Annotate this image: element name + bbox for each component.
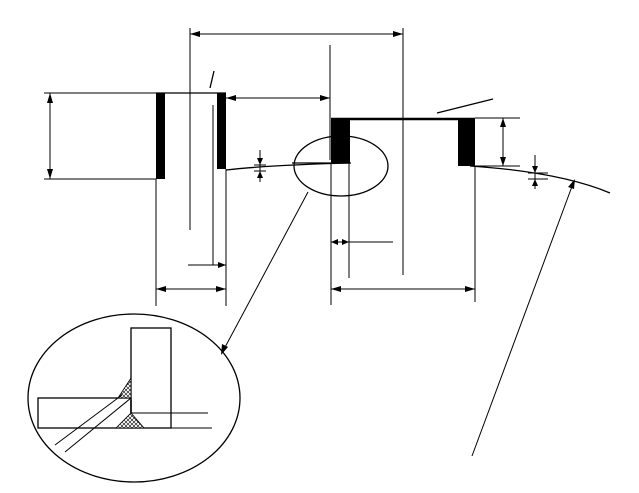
top-span-arrow-left [190,31,200,37]
height-arrow-bottom [47,169,53,179]
left-nozzle-wall-left [156,93,165,179]
right-od-arrow-left [331,286,341,292]
top-span-arrow-right [393,31,403,37]
right-height-arrow-top [500,118,506,127]
left-od-dimension [156,286,226,292]
detail-weld-fillet-bottom [115,412,145,429]
right-nozzle [329,28,494,305]
left-od-arrow-right [216,286,226,292]
radius-leader-line [471,180,575,457]
detail-leader-2 [64,397,132,453]
gap-dimension [226,95,330,101]
right-wall-arrow-right [342,239,349,245]
left-proj-arrow-top [257,158,263,165]
right-wall-dimension [331,239,393,245]
left-projection-dimension [254,150,266,182]
gap-arrow-right [320,95,330,101]
right-height-dimension [475,117,520,167]
gap-arrow-left [226,95,236,101]
right-od-arrow-right [465,286,475,292]
right-height-arrow-bottom [500,157,506,166]
detail-callout-ellipse [293,135,389,197]
left-od-arrow-left [156,286,166,292]
left-nozzle-wall-right [217,93,226,169]
radius-leader-arrow [568,179,575,189]
detail-view-circle [27,313,241,483]
right-nozzle-wall-right [458,118,475,166]
detail-leader-1 [54,394,123,446]
radius-leader [471,179,575,457]
shell-thk-arrow-bottom [532,179,538,186]
height-arrow-top [47,93,53,103]
detail-callout [221,135,389,355]
right-nozzle-slash-mark [436,98,494,114]
detail-view [27,313,241,483]
left-proj-arrow-bottom [257,171,263,178]
height-dimension-left [44,92,156,180]
left-nozzle [155,28,227,306]
right-od-dimension [331,286,475,292]
shell-surface-right [469,165,611,194]
shell-thk-arrow-top [532,166,538,173]
right-wall-arrow-left [331,239,338,245]
left-wall-dimension [188,262,226,268]
top-span-dimension [190,31,403,37]
shell-arc [225,162,611,194]
shell-thickness-dimension [528,155,548,189]
detail-weld-fillet-top [117,376,132,399]
left-nozzle-slash-mark [209,70,215,89]
detail-leader-line [222,191,309,352]
left-wall-arrow [218,262,226,268]
right-nozzle-wall-left [331,118,350,163]
